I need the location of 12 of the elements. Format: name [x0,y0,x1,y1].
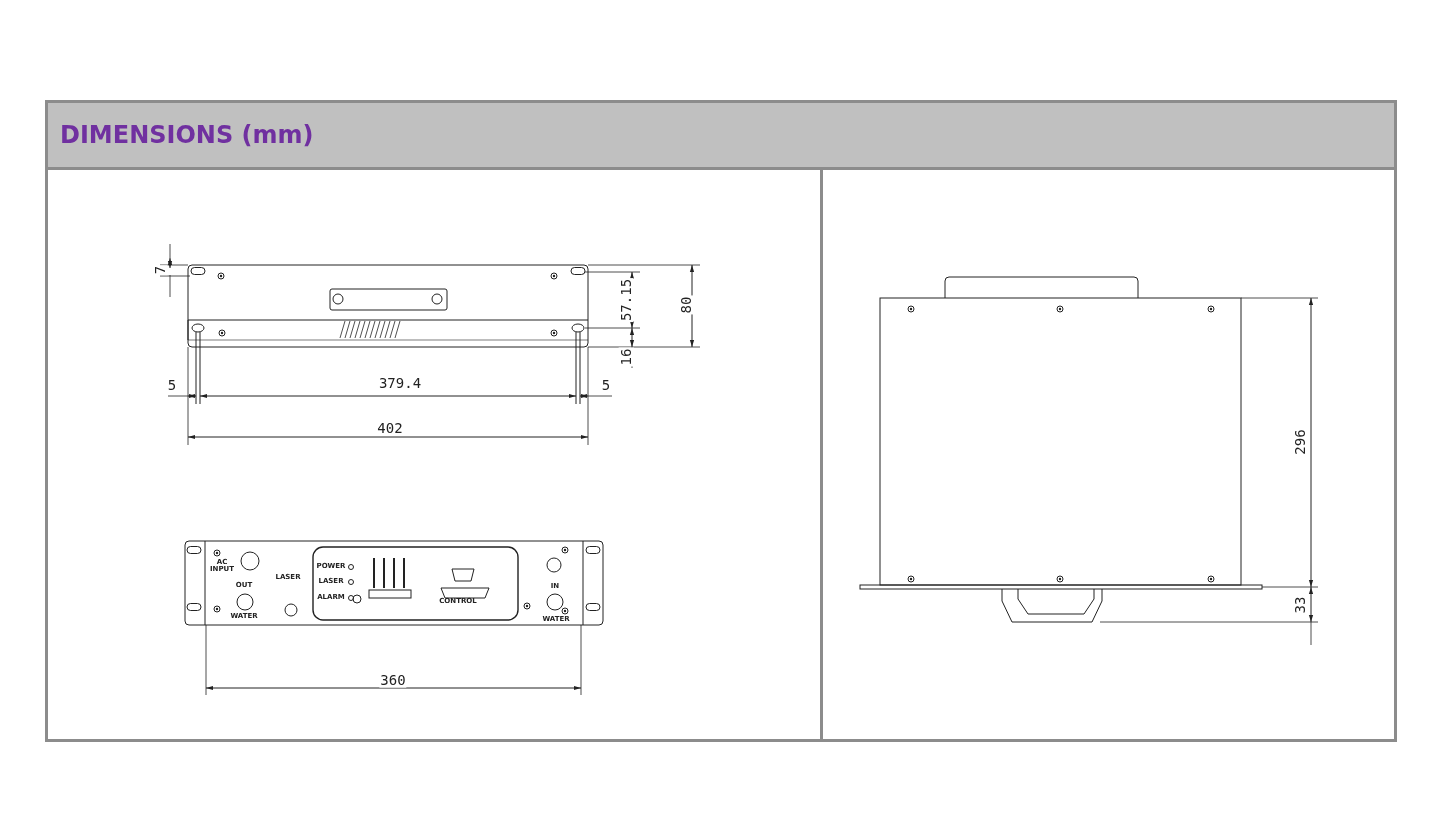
dimension-label: 379.4 [377,375,423,391]
dimension-label: 16 [618,347,634,367]
dimension-label: 80 [678,295,694,315]
dimension-label: 296 [1292,428,1308,456]
dimension-label: 33 [1292,595,1308,615]
title: DIMENSIONS (mm) [60,121,314,149]
dimension-label: 5 [166,377,178,393]
dimension-label: 57.15 [618,277,634,323]
dimension-label: 402 [376,420,404,436]
dimension-label: 7 [152,264,168,276]
dimension-label: 360 [379,672,407,688]
dimension-label: 5 [600,377,612,393]
